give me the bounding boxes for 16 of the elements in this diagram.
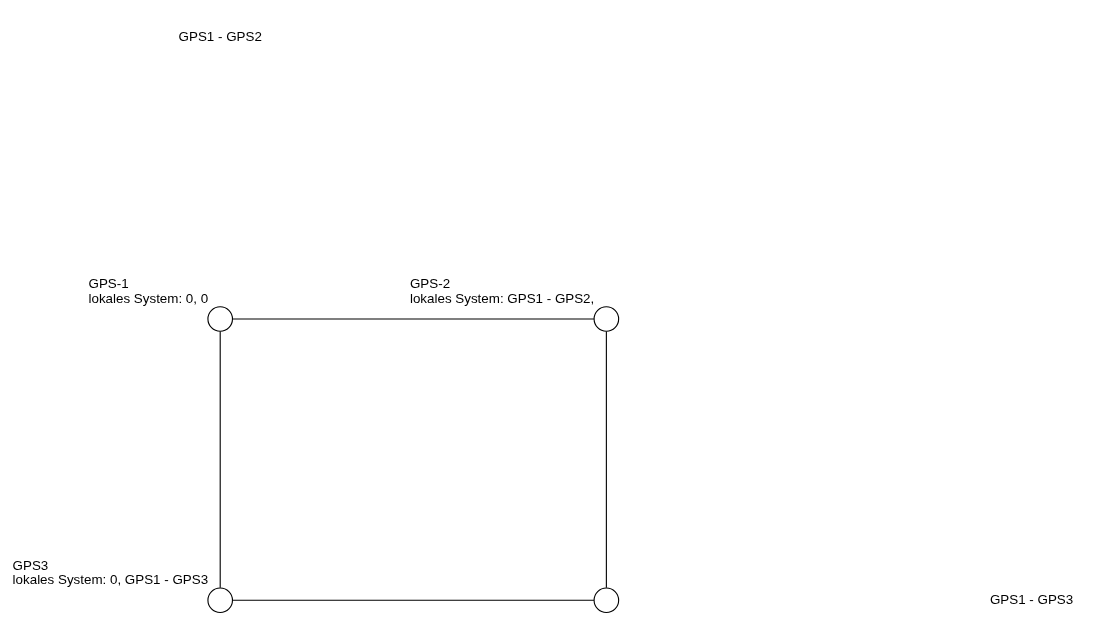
node-label: lokales System: 0, 0 <box>88 290 209 306</box>
connector <box>232 317 595 320</box>
label: GPS1 - GPS3 <box>989 591 1074 607</box>
node-label: GPS-1 <box>88 275 129 291</box>
label: GPS1 - GPS2 <box>178 28 262 44</box>
connector <box>605 330 607 588</box>
node-label: lokales System: GPS1 - GPS2, <box>409 290 595 306</box>
node-label: lokales System: 0, GPS1 - GPS3 <box>12 571 209 587</box>
connector <box>219 330 221 588</box>
node-label: GPS3 <box>12 557 49 573</box>
node-circle <box>593 305 620 332</box>
node-circle <box>207 586 234 613</box>
node-circle <box>207 305 234 332</box>
node-label: GPS-2 <box>409 275 451 291</box>
node-circle <box>593 586 620 613</box>
connector <box>232 599 595 601</box>
